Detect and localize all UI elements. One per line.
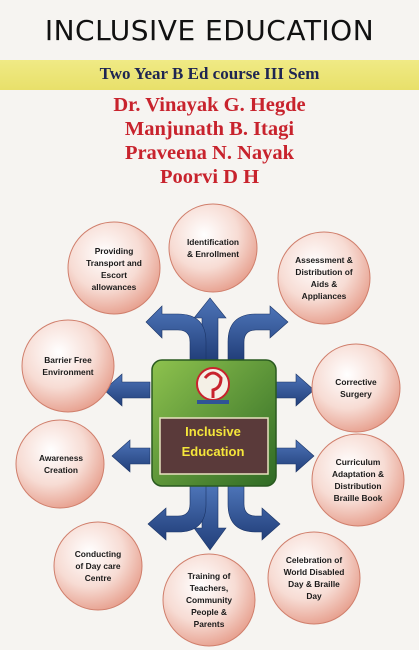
node-training: Training of Teachers, Community People &… xyxy=(185,571,233,629)
author-name: Praveena N. Nayak xyxy=(124,142,295,164)
bubble-celebration xyxy=(267,531,361,625)
node-transport: Providing Transport and Escort allowance… xyxy=(86,246,142,292)
arrow-left-icon xyxy=(111,439,151,473)
node-celebration: Celebration of World Disabled Day & Brai… xyxy=(283,555,345,601)
node-awareness: Awareness Creation xyxy=(38,453,84,475)
subtitle-band xyxy=(0,60,419,90)
center-label-line1: Inclusive xyxy=(185,424,241,439)
node-curriculum: Curriculum Adaptation & Distribution Bra… xyxy=(331,457,385,503)
author-list: Dr. Vinayak G. Hegde Manjunath B. Itagi … xyxy=(0,93,419,189)
book-title: INCLUSIVE EDUCATION xyxy=(44,14,375,47)
bubble-barrier xyxy=(21,319,115,413)
bubble-assessment xyxy=(277,231,371,325)
arrow-up-right-icon xyxy=(227,305,289,361)
center-label-box xyxy=(159,417,269,475)
node-assessment: Assessment & Distribution of Aids & Appl… xyxy=(295,255,353,301)
bubble-curriculum xyxy=(311,433,405,527)
bubble-identification xyxy=(168,203,258,293)
arrow-down-right-icon xyxy=(227,485,281,541)
course-subtitle: Two Year B Ed course III Sem xyxy=(99,64,320,83)
author-name: Poorvi D H xyxy=(159,166,260,188)
node-barrier: Barrier Free Environment xyxy=(42,355,94,377)
node-identification: Identification & Enrollment xyxy=(186,237,240,259)
publisher-logo-icon xyxy=(196,367,230,404)
bubble-training xyxy=(162,553,256,647)
center-label-line2: Education xyxy=(181,444,245,459)
arrow-right-icon xyxy=(275,439,315,473)
center-label: Inclusive Education xyxy=(163,422,263,462)
bubble-transport xyxy=(67,221,161,315)
node-daycare: Conducting of Day care Centre xyxy=(74,549,122,583)
author-name: Manjunath B. Itagi xyxy=(124,118,295,140)
arrow-up-left-icon xyxy=(145,305,207,361)
node-surgery: Corrective Surgery xyxy=(335,377,377,399)
author-name: Dr. Vinayak G. Hegde xyxy=(113,94,306,116)
bubble-daycare xyxy=(53,521,143,611)
bubble-surgery xyxy=(311,343,401,433)
arrow-right-icon xyxy=(275,373,315,407)
arrow-down-left-icon xyxy=(147,485,207,541)
arrow-left-icon xyxy=(103,373,151,407)
bubble-awareness xyxy=(15,419,105,509)
